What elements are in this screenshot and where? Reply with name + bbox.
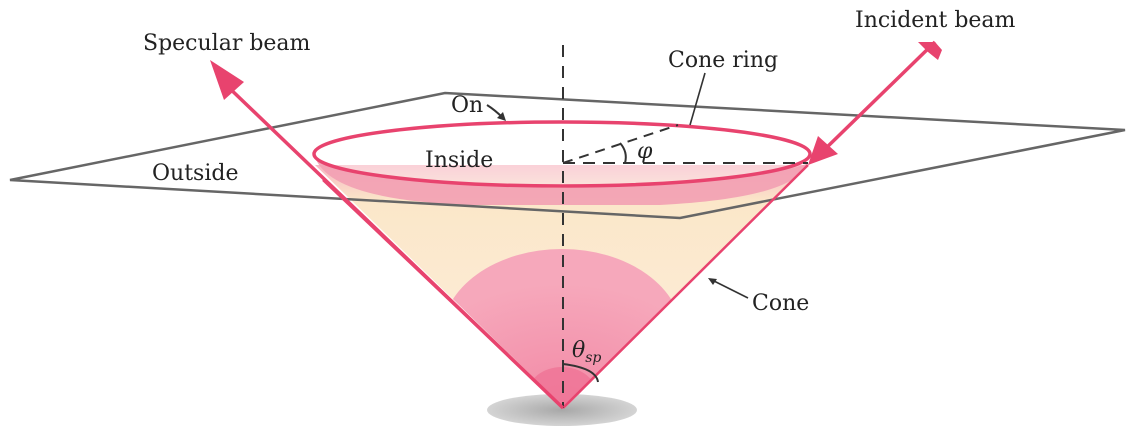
incident-beam-arrowhead <box>808 136 838 165</box>
cone-label: Cone <box>752 291 809 316</box>
on-pointer-head <box>497 112 506 121</box>
plane <box>9 91 1126 220</box>
theta-subscript: sp <box>585 350 601 366</box>
phi-arc <box>619 142 627 164</box>
inside-label: Inside <box>425 148 493 173</box>
theta-symbol: θ <box>572 338 585 363</box>
theta-label: θsp <box>572 338 601 366</box>
specular-beam <box>221 80 565 410</box>
incident-beam-label: Incident beam <box>855 8 1016 33</box>
apex-tip <box>527 367 597 408</box>
cone-edge-right <box>562 164 809 409</box>
on-label: On <box>451 93 483 118</box>
specular-beam-label: Specular beam <box>143 31 311 56</box>
cone-pointer-head <box>708 278 717 285</box>
cone-pointer <box>711 279 749 299</box>
outside-label: Outside <box>152 161 238 186</box>
specular-beam-arrowhead <box>210 60 244 100</box>
cone-ring-band <box>315 157 808 205</box>
apex-shadow <box>487 394 637 426</box>
incident-beam <box>820 40 937 154</box>
cone-ring-label: Cone ring <box>668 48 778 73</box>
phi-label: φ <box>637 139 653 164</box>
incident-beam-tail <box>918 42 942 60</box>
theta-arc <box>562 363 599 383</box>
cone-ring-pointer <box>689 72 706 126</box>
